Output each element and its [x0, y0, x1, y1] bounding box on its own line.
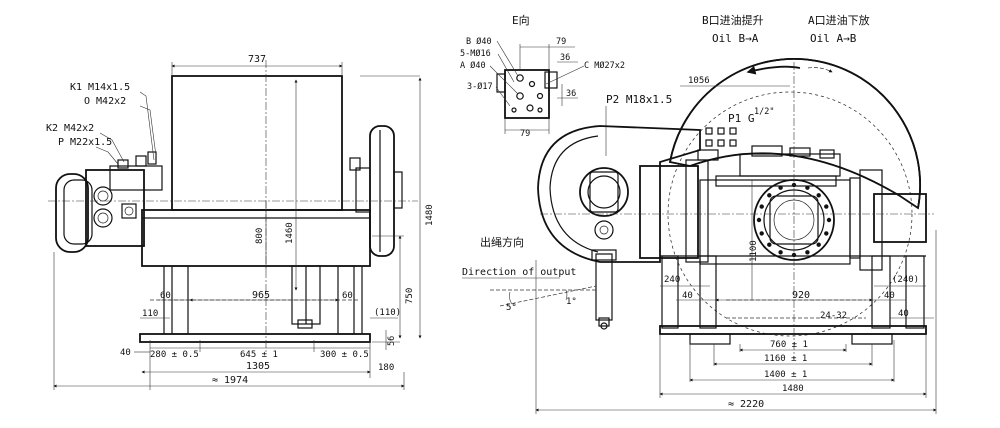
left-side-view: 737 [46, 54, 435, 390]
callout-p1-sup: 1/2" [754, 107, 774, 117]
dim-1460: 1460 [285, 222, 295, 244]
bolt-dot [759, 204, 764, 209]
dim-110-left: 110 [142, 309, 158, 319]
drum-flange [349, 125, 403, 257]
gear-housing [639, 165, 699, 259]
dim-965: 965 [252, 290, 270, 301]
dim-24-32: 24-32 [820, 311, 847, 321]
bolt-dot [824, 231, 829, 236]
bolt-dot [778, 250, 783, 255]
port-circle-lower [93, 208, 113, 228]
bolt-dot [756, 217, 762, 223]
dim-40-a: 40 [682, 291, 693, 301]
bolt-dot [778, 185, 783, 190]
bolt-dot [767, 242, 772, 247]
dim-737: 737 [248, 54, 266, 65]
output-direction-cn: 出绳方向 [480, 235, 524, 249]
dim-645: 645 ± 1 [240, 350, 278, 360]
dim-800: 800 [255, 228, 265, 244]
right-front-view: B口进油提升 Oil B→A A口进油下放 Oil A→B 1056 P2 M1… [462, 13, 937, 414]
port-b [516, 74, 524, 82]
side-plate [537, 125, 701, 263]
bolt-dot [759, 231, 764, 236]
e-dim-79-top: 79 [556, 37, 566, 47]
callout-p2: P2 M18x1.5 [606, 93, 672, 106]
label-c-m27: C MØ27x2 [584, 60, 625, 71]
callout-o: O M42x2 [84, 96, 126, 107]
dim-40-left: 40 [120, 348, 131, 358]
e-view-valve-block: E向 79 B Ø40 5-MØ16 A Ø40 3-Ø17 C MØ27x2 … [460, 13, 625, 139]
dim-240-paren: (240) [892, 275, 919, 285]
e-view-title: E向 [512, 13, 530, 27]
label-5-m16: 5-MØ16 [460, 48, 491, 59]
dim-1056: 1056 [688, 76, 710, 86]
dim-300: 300 ± 0.5 [320, 350, 369, 360]
label-3-d17: 3-Ø17 [467, 81, 493, 92]
angle-5: 5° [506, 303, 517, 313]
rotation-arrow-lift [746, 65, 801, 75]
dim-60-right: 60 [342, 291, 353, 301]
dim-280: 280 ± 0.5 [150, 350, 199, 360]
valve-block [504, 69, 550, 119]
label-a-d40: A Ø40 [460, 60, 486, 71]
port-circle-upper [93, 186, 113, 206]
callout-p: P M22x1.5 [58, 137, 112, 148]
port-a [516, 92, 524, 100]
dim-1974: ≈ 1974 [212, 375, 248, 386]
e-dim-36-upper: 36 [560, 53, 570, 63]
dim-56: 56 [387, 336, 397, 346]
dim-40-c: 40 [898, 309, 909, 319]
dim-750: 750 [405, 288, 415, 304]
e-dim-79-bottom: 79 [520, 129, 530, 139]
dim-60-left: 60 [160, 291, 171, 301]
dim-1480: 1480 [425, 204, 435, 226]
drum-hatched [171, 75, 343, 211]
angle-1: 1° [566, 297, 577, 307]
bolt-dot [805, 250, 810, 255]
dim-1305: 1305 [246, 361, 270, 372]
dim-920: 920 [792, 290, 810, 301]
dim-1400: 1400 ± 1 [764, 370, 807, 380]
rotation-arrow-lower [807, 67, 833, 73]
dim-1100: 1100 [749, 240, 759, 262]
base-frame-right [659, 325, 927, 335]
bolt-dot [767, 193, 772, 198]
bolt-dot [805, 185, 810, 190]
dim-1160: 1160 ± 1 [764, 354, 807, 364]
bolt-dot [824, 204, 829, 209]
bolt-dot [816, 193, 821, 198]
dim-760: 760 ± 1 [770, 340, 808, 350]
hydraulic-motor-assembly [55, 151, 163, 253]
dim-1480-right: 1480 [782, 384, 804, 394]
bolt-dot [826, 217, 832, 223]
oil-a-cn: A口进油下放 [808, 13, 870, 27]
callout-p1: P1 G [728, 112, 755, 125]
dim-2220: ≈ 2220 [728, 399, 764, 410]
oil-a-en: Oil A→B [810, 32, 857, 45]
pulley-left [579, 167, 629, 217]
dim-110-paren: (110) [374, 308, 401, 318]
label-b-d40: B Ø40 [466, 36, 492, 47]
oil-b-cn: B口进油提升 [702, 13, 764, 27]
oil-b-en: Oil B→A [712, 32, 759, 45]
dim-240: 240 [664, 275, 680, 285]
dim-40-b: 40 [884, 291, 895, 301]
base-plate [139, 333, 371, 343]
output-direction-en: Direction of output [462, 267, 576, 278]
callout-k2: K2 M42x2 [46, 123, 94, 134]
bolt-dot [816, 242, 821, 247]
callout-k1: K1 M14x1.5 [70, 82, 130, 93]
output-shaft [595, 253, 613, 321]
e-dim-36-lower: 36 [566, 89, 576, 99]
dim-180: 180 [378, 363, 394, 373]
